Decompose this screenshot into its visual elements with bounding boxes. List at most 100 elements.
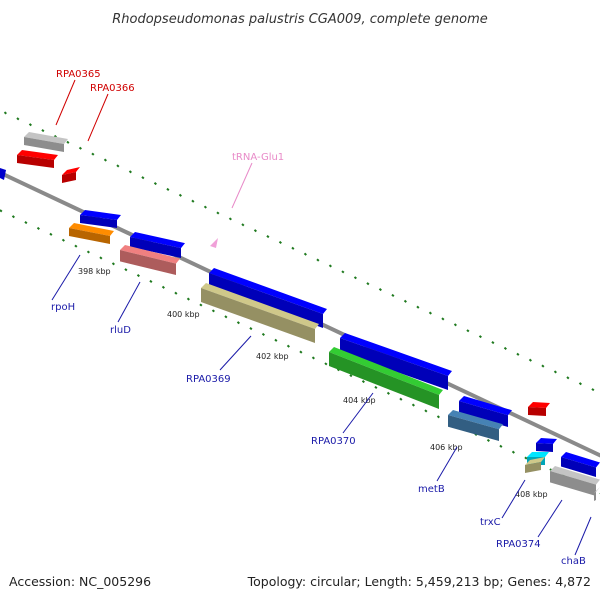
- ring-tick: [511, 450, 515, 454]
- gene-feature: [340, 333, 452, 390]
- gene-feature: [130, 232, 185, 258]
- ring-tick: [316, 258, 320, 262]
- genome-summary-text: Topology: circular; Length: 5,459,213 bp…: [247, 574, 591, 589]
- gene-feature-side: [209, 273, 323, 328]
- ring-tick: [261, 332, 265, 336]
- ring-tick: [428, 311, 432, 315]
- ring-tick: [349, 374, 353, 378]
- ring-tick: [361, 379, 365, 384]
- ring-tick: [41, 129, 45, 133]
- scale-tick-label: 398 kbp: [78, 267, 111, 276]
- gene-feature: [594, 487, 600, 501]
- gene-feature-top: [594, 487, 600, 493]
- ring-tick: [311, 356, 315, 360]
- ring-tick: [416, 305, 420, 309]
- ring-tick: [211, 309, 215, 313]
- gene-label: rluD: [110, 325, 131, 336]
- gene-label-leader: [436, 446, 458, 482]
- ring-tick: [541, 364, 545, 368]
- trna-marker: [210, 238, 218, 248]
- gene-label-leader: [231, 162, 253, 209]
- ring-tick: [411, 403, 415, 407]
- accession-text: Accession: NC_005296: [9, 574, 151, 589]
- gene-feature-top: [201, 283, 319, 329]
- gene-feature-top: [525, 457, 545, 465]
- ring-tick: [278, 240, 282, 244]
- ring-tick: [216, 211, 220, 215]
- gene-label: RPA0370: [311, 436, 356, 447]
- scale-tick-label: 408 kbp: [515, 490, 548, 499]
- gene-label-leader: [87, 93, 109, 142]
- ring-tick: [328, 264, 332, 268]
- gene-feature: [448, 410, 503, 441]
- ring-tick: [111, 262, 115, 266]
- ring-tick: [253, 229, 257, 233]
- ring-tick: [28, 123, 32, 127]
- gene-feature-top: [550, 466, 600, 485]
- ring-tick: [99, 256, 103, 260]
- ring-tick: [36, 226, 40, 231]
- gene-feature: [80, 210, 121, 228]
- ring-tick: [478, 335, 482, 339]
- gene-feature-top: [130, 232, 185, 249]
- gene-feature: [69, 223, 114, 244]
- ring-tick: [16, 117, 20, 121]
- gene-feature-top: [448, 410, 503, 430]
- gene-feature: [17, 150, 58, 168]
- ring-tick: [424, 409, 428, 413]
- ring-tick: [141, 176, 145, 180]
- gene-label: rpoH: [51, 302, 75, 313]
- ring-tick: [49, 232, 53, 236]
- ring-tick: [578, 382, 582, 386]
- scale-tick-label: 402 kbp: [256, 352, 289, 361]
- gene-label-leader: [501, 479, 526, 519]
- ring-tick: [391, 293, 395, 297]
- ring-tick: [303, 252, 307, 256]
- gene-feature: [62, 167, 80, 183]
- gene-feature-side: [120, 250, 176, 275]
- ring-tick: [286, 344, 290, 348]
- ring-tick: [486, 438, 490, 442]
- gene-labels: RPA0365RPA0366tRNA-Glu1rpoHrluDRPA0369RP…: [51, 69, 592, 567]
- ring-tick: [386, 391, 390, 395]
- ring-tick: [174, 291, 178, 295]
- ring-tick: [266, 235, 270, 239]
- gene-feature: [550, 466, 600, 496]
- gene-label: RPA0369: [186, 374, 231, 385]
- gene-label: trxC: [480, 517, 501, 528]
- gene-feature-top: [459, 396, 512, 416]
- gene-feature-top: [62, 167, 80, 175]
- gene-feature-side: [329, 352, 439, 409]
- gene-label-leader: [219, 335, 252, 371]
- gene-feature-side: [80, 215, 117, 228]
- ring-tick: [153, 182, 157, 186]
- ring-tick: [528, 358, 532, 362]
- gene-feature: [120, 245, 180, 275]
- gene-feature: [459, 396, 512, 427]
- gene-feature-top: [561, 452, 600, 468]
- gene-feature: [201, 283, 319, 343]
- ring-tick: [61, 238, 65, 242]
- ring-tick: [166, 187, 170, 191]
- scale-tick-label: 404 kbp: [343, 396, 376, 405]
- ring-tick: [3, 111, 7, 115]
- gene-feature-top: [527, 452, 549, 457]
- ring-tick: [74, 244, 78, 248]
- gene-features: [0, 132, 600, 501]
- gene-feature-top: [80, 210, 121, 220]
- map-title: Rhodopseudomonas palustris CGA009, compl…: [112, 12, 488, 27]
- ring-tick: [228, 217, 232, 221]
- ring-tick: [161, 285, 165, 289]
- ring-tick: [553, 370, 557, 374]
- ring-tick: [128, 170, 132, 174]
- gene-feature-top: [536, 438, 557, 444]
- ring-tick: [199, 303, 203, 307]
- gene-label-leader: [537, 499, 563, 538]
- inner-tick-ring: [0, 209, 600, 494]
- gene-feature-top: [528, 402, 550, 408]
- gene-label: RPA0365: [56, 69, 101, 80]
- gene-label: RPA0366: [90, 83, 135, 94]
- gene-feature-top: [209, 268, 327, 314]
